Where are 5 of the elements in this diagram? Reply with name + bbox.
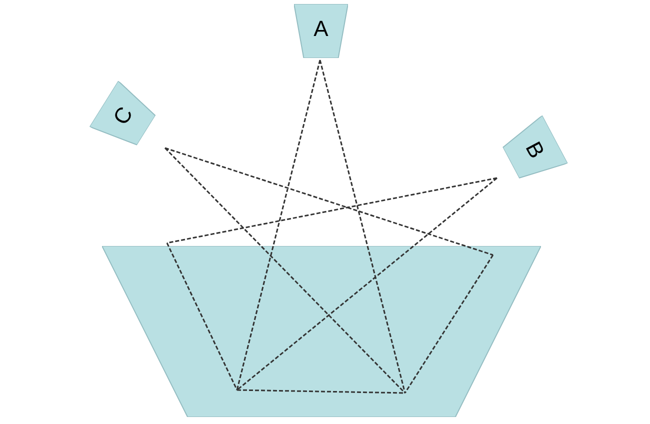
- node-label: B: [522, 138, 548, 162]
- trapezoid-box: [294, 4, 348, 58]
- node-label: C: [110, 103, 137, 129]
- trapezoid-box: [102, 246, 541, 417]
- node-label: A: [314, 18, 328, 40]
